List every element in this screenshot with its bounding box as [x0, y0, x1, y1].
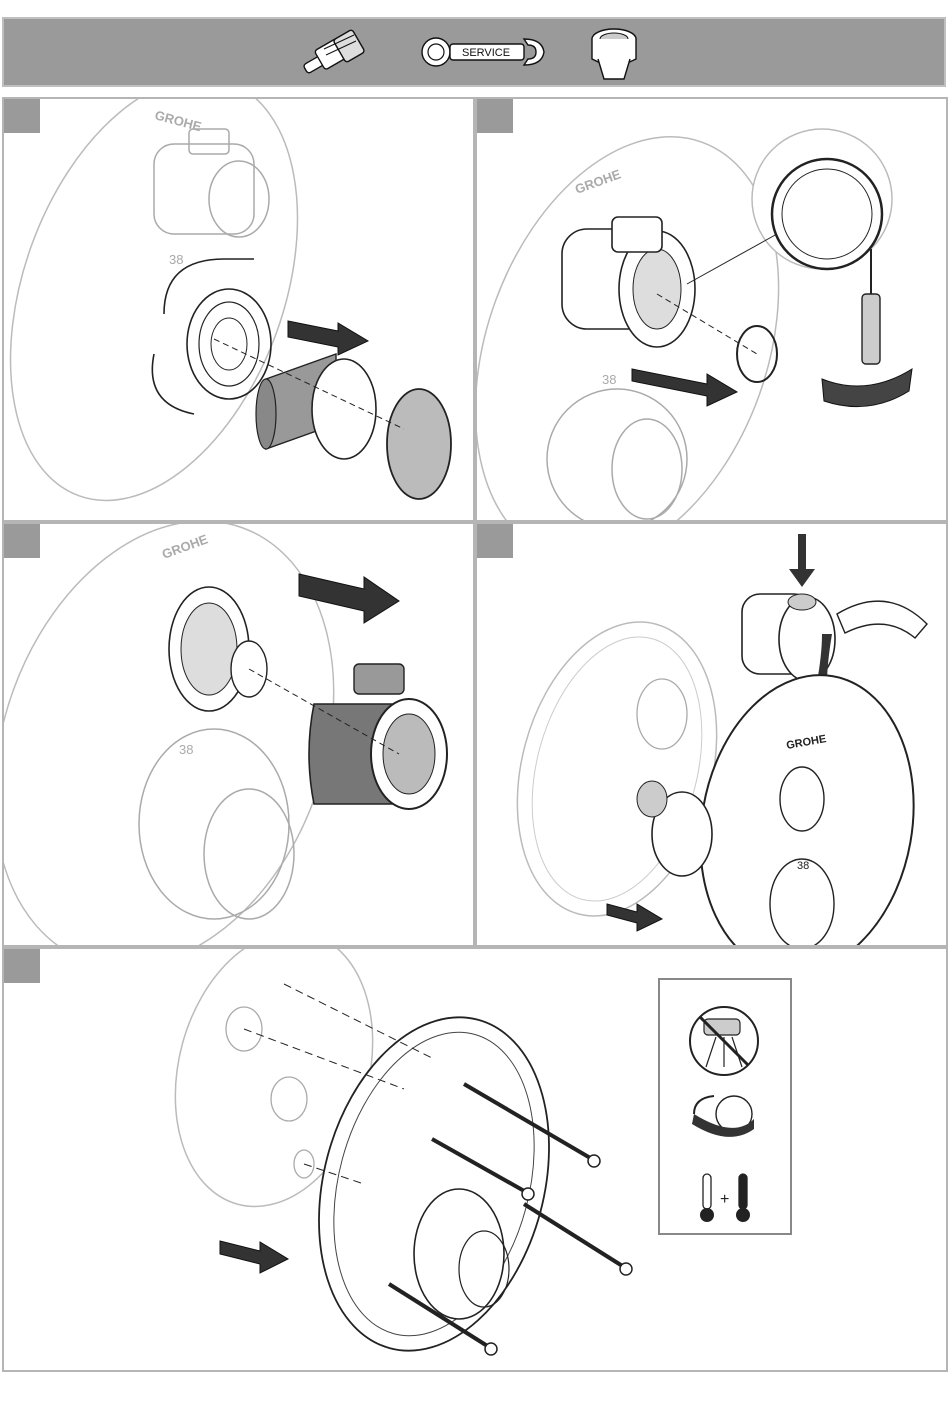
step-panel-5: +	[2, 947, 948, 1372]
step-2-illustration: GROHE 38	[477, 99, 948, 522]
step-5-illustration: +	[4, 949, 948, 1372]
step-3-illustration: GROHE 38	[4, 524, 475, 947]
no-spray-icon	[690, 1007, 758, 1075]
service-wrench-icon: SERVICE	[422, 38, 544, 66]
service-label: SERVICE	[462, 47, 510, 59]
svg-text:GROHE: GROHE	[160, 531, 210, 562]
step-panel-3: GROHE 38	[2, 522, 475, 947]
screw-icon	[524, 1204, 632, 1275]
step-panel-2: GROHE 38	[475, 97, 948, 522]
plus-sign: +	[720, 1191, 729, 1208]
step-panel-4: GROHE 38	[475, 522, 948, 947]
notes-box: +	[659, 979, 791, 1234]
aerator-filter-icon	[592, 29, 636, 79]
svg-text:GROHE: GROHE	[573, 166, 623, 197]
cartridge-icon	[303, 29, 365, 74]
header-icons: SERVICE	[4, 19, 948, 89]
step-1-illustration: GROHE 38	[4, 99, 475, 522]
temp-mark: 38	[797, 860, 809, 872]
temp-mark: 38	[169, 252, 183, 267]
step-4-illustration: GROHE 38	[477, 524, 948, 947]
header-bar: SERVICE	[2, 17, 946, 87]
svg-text:GROHE: GROHE	[153, 107, 203, 134]
temp-mark: 38	[602, 372, 616, 387]
temp-mark: 38	[179, 742, 193, 757]
step-panel-1: GROHE 38	[2, 97, 475, 522]
